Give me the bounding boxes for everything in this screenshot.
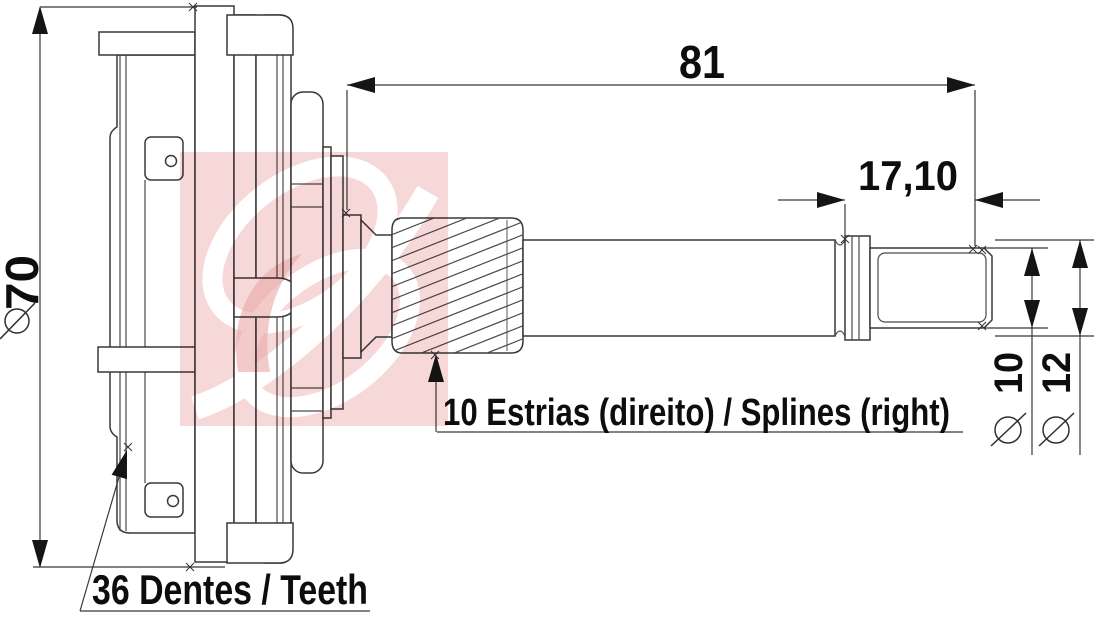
- pivot-hole-upper: [164, 154, 178, 168]
- brand-watermark: [180, 152, 448, 426]
- phi-symbol: [990, 412, 1027, 447]
- shaft-body: [522, 239, 836, 337]
- dim10-extension-lines: [984, 247, 1048, 329]
- arrowhead-right: [947, 77, 975, 93]
- pivot-hole-lower: [166, 494, 180, 508]
- shaft-end-chamfer: [877, 252, 987, 323]
- arrowhead-up: [1072, 240, 1088, 268]
- shaft-collar-lines: [851, 236, 860, 340]
- dim70-value: 70: [0, 255, 48, 310]
- dim-end-diameter: 10: [977, 245, 1048, 455]
- arrowhead-up: [111, 450, 127, 480]
- watermark-accent: [235, 254, 302, 372]
- bracket-bar-mid: [97, 346, 196, 373]
- note-teeth: 36 Dentes / Teeth: [79, 442, 370, 613]
- arrowhead-down: [1024, 300, 1040, 328]
- note-splines: 10 Estrias (direito) / Splines (right): [428, 350, 963, 434]
- ref-marker: [123, 442, 133, 452]
- teeth-label: 36 Dentes / Teeth: [92, 566, 368, 613]
- pawl-tab-lower: [144, 482, 184, 518]
- arrowhead-down: [1072, 308, 1088, 336]
- teeth-leader: [79, 452, 370, 612]
- arrowhead-left: [975, 192, 1003, 208]
- ref-marker: [185, 2, 198, 572]
- housing-cap-top: [226, 14, 294, 56]
- housing-cap-bottom: [226, 522, 294, 564]
- bracket-fork: [97, 31, 196, 534]
- helical-spline-lines: [392, 218, 523, 353]
- arrowhead-right: [817, 192, 845, 208]
- shaft-end-journal: [869, 247, 993, 329]
- output-shaft: [522, 235, 993, 341]
- arrowhead-down: [32, 540, 48, 568]
- phi-symbol: [1038, 412, 1075, 447]
- dim1710-value: 17,10: [858, 152, 958, 199]
- dim-overall-diameter: 70: [0, 2, 225, 572]
- splines-label: 10 Estrias (direito) / Splines (right): [443, 392, 950, 434]
- dim12-value: 12: [1035, 352, 1079, 394]
- shaft-collar: [844, 235, 871, 341]
- arrowhead-left: [347, 77, 375, 93]
- phi-symbol: [0, 302, 36, 340]
- dim12-extension-lines: [995, 239, 1094, 337]
- ref-marker: [977, 245, 987, 331]
- ref-marker: [840, 234, 850, 244]
- dim10-value: 10: [987, 352, 1031, 394]
- pawl-tab-upper: [144, 136, 184, 181]
- dim70-extension-lines: [33, 6, 225, 568]
- dim81-value: 81: [679, 36, 725, 88]
- arrowhead-up: [32, 6, 48, 34]
- dim-shaft-diameter: 12: [995, 239, 1094, 455]
- bracket-bar-top: [98, 31, 196, 56]
- snap-ring-groove: [834, 239, 846, 337]
- arrowhead-up: [1024, 248, 1040, 276]
- dim-end-length: 17,10: [778, 152, 1040, 244]
- watermark-swirl: [191, 156, 439, 420]
